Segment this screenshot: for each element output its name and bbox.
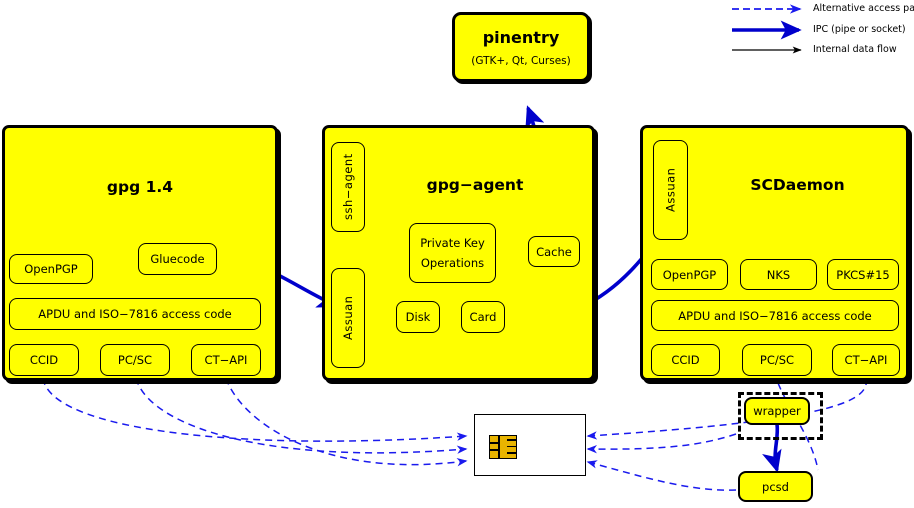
alt-paths-card-to-scdaemon <box>586 377 868 491</box>
gpg-driver-ccid[interactable]: CCID <box>9 344 79 376</box>
alt-path-pcsc-to-pcscd <box>777 382 819 471</box>
gpg-driver-ctapi[interactable]: CT−API <box>191 344 261 376</box>
gpg-agent-title: gpg−agent <box>426 176 524 194</box>
gpg-agent-card-box[interactable]: Card <box>461 301 505 333</box>
scdaemon-app-pkcs15[interactable]: PKCS#15 <box>827 259 899 290</box>
gpg-title: gpg 1.4 <box>106 178 174 196</box>
gpg-agent-assuan-box[interactable]: Assuan <box>331 268 365 368</box>
pinentry-subtitle: (GTK+, Qt, Curses) <box>471 54 571 67</box>
gpg-agent-cache-box[interactable]: Cache <box>528 236 580 267</box>
pinentry-box[interactable]: pinentry (GTK+, Qt, Curses) <box>452 12 590 82</box>
gpg-agent-sshagent-box[interactable]: ssh−agent <box>331 142 365 232</box>
gpg-apdu-box[interactable]: APDU and ISO−7816 access code <box>9 298 261 330</box>
alt-paths-gpg-to-card <box>42 377 468 467</box>
pcscd-box[interactable]: pcsd <box>738 471 813 502</box>
pinentry-title: pinentry <box>482 27 560 47</box>
ipc-wrapper-to-pcscd <box>762 423 782 473</box>
scdaemon-assuan-box[interactable]: Assuan <box>653 140 688 240</box>
scdaemon-app-openpgp[interactable]: OpenPGP <box>651 259 728 290</box>
scdaemon-driver-ctapi[interactable]: CT−API <box>832 344 900 376</box>
legend-label-internal-flow: Internal data flow <box>813 44 897 55</box>
legend-swatches <box>732 4 802 54</box>
pko-line2: Operations <box>420 256 485 270</box>
scdaemon-app-nks[interactable]: NKS <box>740 259 817 290</box>
legend-label-alt-paths: Alternative access paths <box>813 3 914 14</box>
wrapper-dashed-frame <box>738 392 823 440</box>
scdaemon-title: SCDaemon <box>750 176 845 194</box>
wrapper-box[interactable]: wrapper <box>744 397 810 425</box>
gpg-openpgp-box[interactable]: OpenPGP <box>9 254 93 284</box>
gpg-agent-disk-box[interactable]: Disk <box>396 301 440 333</box>
pko-line1: Private Key <box>420 235 485 250</box>
scdaemon-apdu-box[interactable]: APDU and ISO−7816 access code <box>651 300 899 331</box>
gpg-driver-pcsc[interactable]: PC/SC <box>100 344 170 376</box>
gpg-gluecode-box[interactable]: Gluecode <box>138 243 217 275</box>
scdaemon-driver-pcsc[interactable]: PC/SC <box>742 344 812 376</box>
legend-label-ipc: IPC (pipe or socket) <box>813 24 906 35</box>
gpg-agent-private-key-operations-box[interactable]: Private Key Operations <box>409 223 496 283</box>
smartcard-chip-icon <box>489 435 517 459</box>
scdaemon-driver-ccid[interactable]: CCID <box>651 344 720 376</box>
smartcard[interactable] <box>474 414 586 476</box>
